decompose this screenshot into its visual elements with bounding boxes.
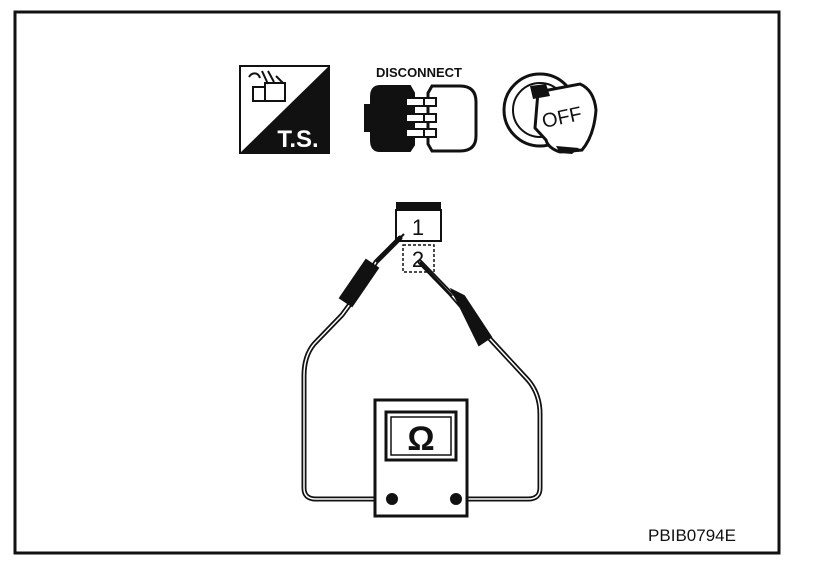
ts-label: T.S. xyxy=(277,126,318,153)
disconnect-icon: DISCONNECT xyxy=(364,65,478,153)
connector-pin-2-box xyxy=(402,244,435,273)
ohmmeter: Ω xyxy=(373,398,469,518)
connector-pin-1-label: 1 xyxy=(412,215,424,240)
connector: 1 2 xyxy=(395,202,442,273)
ohmmeter-terminal-right xyxy=(450,493,462,505)
ignition-off-icon: OFF xyxy=(502,72,598,154)
ts-icon: T.S. xyxy=(239,65,330,154)
connector-pin-2-label: 2 xyxy=(412,247,424,272)
disconnect-label: DISCONNECT xyxy=(376,65,462,80)
ohmmeter-terminal-left xyxy=(386,493,398,505)
probe-lead-left xyxy=(301,233,405,502)
probe-lead-right xyxy=(417,259,543,502)
ohm-symbol: Ω xyxy=(407,420,434,458)
figure-code: PBIB0794E xyxy=(648,526,736,545)
